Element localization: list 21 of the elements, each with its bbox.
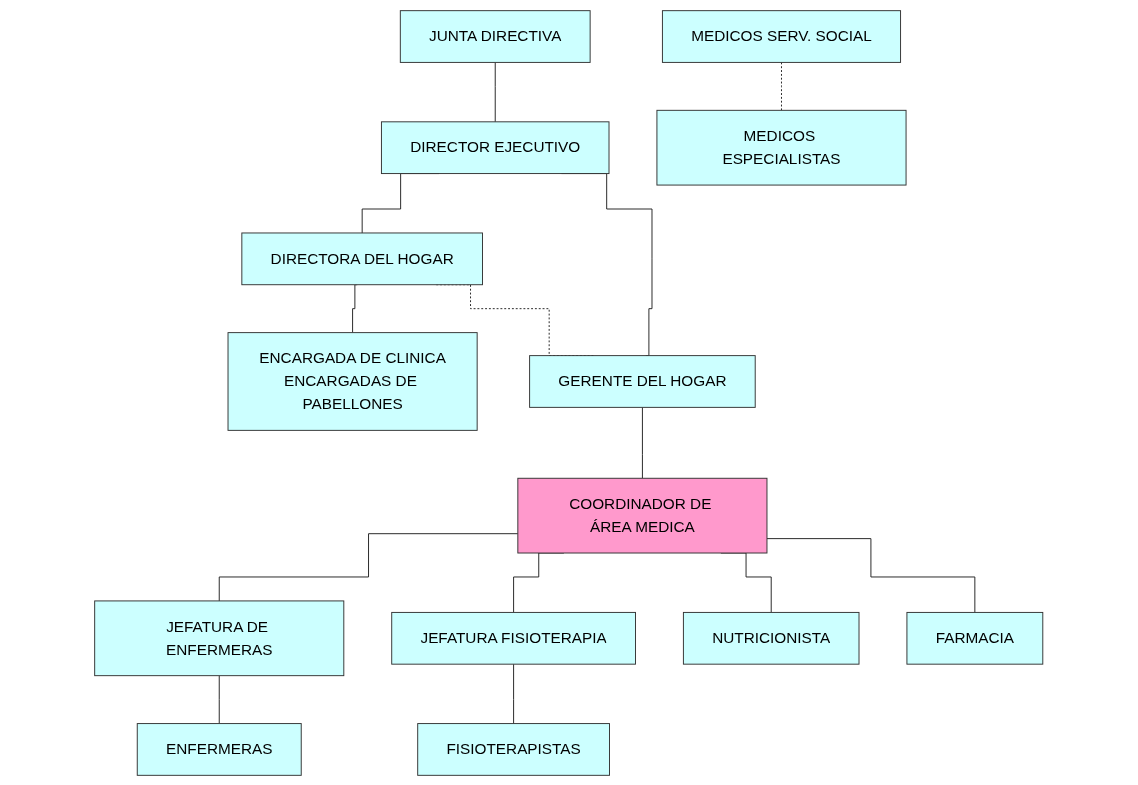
connector — [766, 537, 976, 613]
connector — [219, 532, 519, 601]
node-box: JEFATURA DE ENFERMERAS — [94, 599, 345, 676]
node-box: JEFATURA FISIOTERAPIA — [391, 611, 637, 665]
node-box: DIRECTORA DEL HOGAR — [241, 232, 484, 285]
connector — [219, 674, 220, 724]
connector — [513, 663, 515, 724]
node-box: JUNTA DIRECTIVA — [400, 9, 591, 63]
connector — [352, 283, 358, 333]
node-box: ENFERMERAS — [137, 722, 302, 776]
node-box: FARMACIA — [906, 611, 1044, 665]
node-box: FISIOTERAPISTAS — [417, 722, 611, 776]
node-box: MEDICOS SERV. SOCIAL — [662, 9, 902, 63]
node-box: ENCARGADA DE CLINICA ENCARGADAS DE PABELLONES — [227, 331, 478, 431]
connector — [642, 406, 644, 479]
node-box: DIRECTOR EJECUTIVO — [381, 120, 610, 174]
node-box: GERENTE DEL HOGAR — [529, 354, 756, 408]
connector — [495, 61, 496, 122]
node-box: COORDINADOR DE ÁREA MEDICA — [517, 477, 768, 553]
node-box: NUTRICIONISTA — [683, 611, 860, 665]
node-box: MEDICOS ESPECIALISTAS — [656, 109, 907, 186]
